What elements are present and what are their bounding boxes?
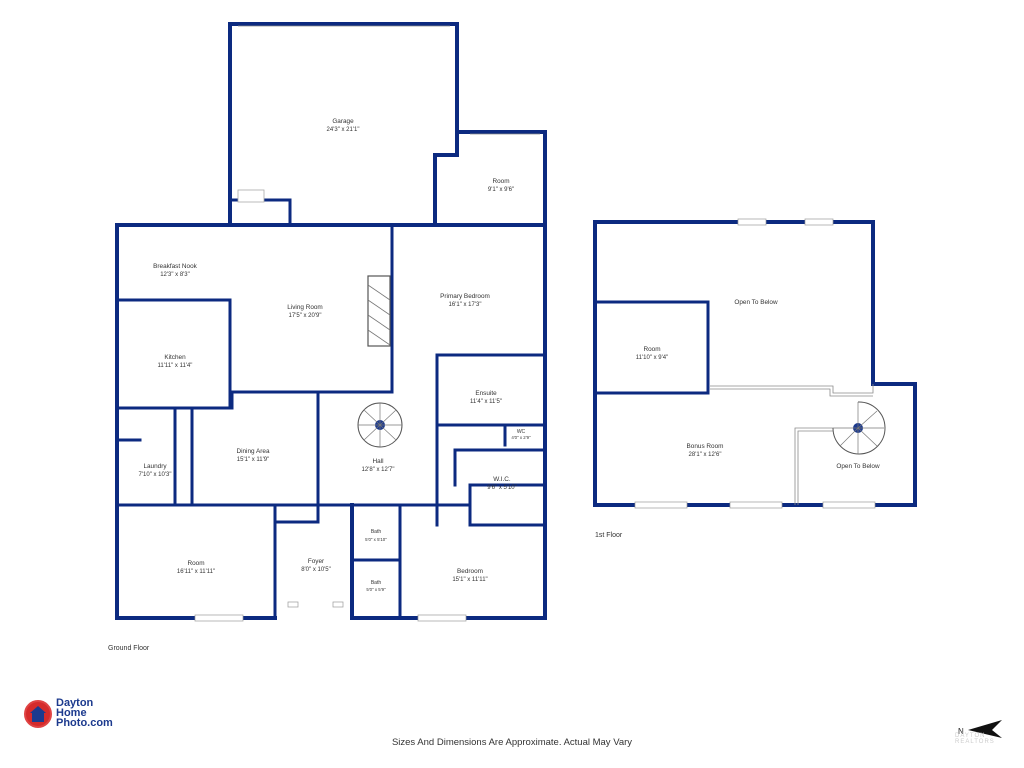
bedroom-dims: 15'1" x 11'11" bbox=[452, 577, 487, 583]
ground-floor-walls bbox=[115, 22, 547, 620]
spiral-stairs-icon bbox=[357, 402, 403, 448]
foyer-dims: 8'0" x 10'5" bbox=[301, 567, 331, 573]
living-room-name: Living Room bbox=[287, 304, 323, 311]
first-floor-walls bbox=[593, 218, 917, 509]
laundry-dims: 7'10" x 10'3" bbox=[139, 472, 172, 478]
kitchen-dims: 11'11" x 11'4" bbox=[158, 363, 193, 369]
bonus-room-name: Bonus Room bbox=[687, 443, 724, 450]
bath-2-dims: 5'0" x 5'9" bbox=[366, 587, 386, 592]
hall-name: Hall bbox=[372, 458, 383, 465]
fireplace-icon bbox=[367, 275, 391, 347]
compass-north-icon: N bbox=[958, 720, 1002, 738]
kitchen-name: Kitchen bbox=[164, 354, 186, 361]
laundry-name: Laundry bbox=[143, 463, 167, 470]
room-upper-dims: 9'1" x 9'6" bbox=[488, 187, 514, 193]
bath-1-name: Bath bbox=[371, 529, 382, 535]
primary-bedroom-dims: 16'1" x 17'3" bbox=[449, 302, 482, 308]
wc-name: WC bbox=[517, 429, 526, 435]
ground-windows bbox=[194, 601, 467, 622]
foyer-name: Foyer bbox=[308, 558, 325, 565]
disclaimer-text: Sizes And Dimensions Are Approximate. Ac… bbox=[391, 737, 633, 748]
logo-mark-icon bbox=[24, 700, 52, 728]
compass-label: N bbox=[958, 727, 964, 736]
dayton-home-photo-logo: Dayton Home Photo.com bbox=[24, 698, 144, 734]
wc-dims: 4'0" x 2'9" bbox=[511, 435, 531, 440]
logo-line-2: Home bbox=[56, 707, 87, 719]
dining-area-name: Dining Area bbox=[236, 448, 269, 455]
ground-floor-labels: Garage 24'3" x 21'1" Room 9'1" x 9'6" Br… bbox=[139, 118, 531, 592]
bath-2-name: Bath bbox=[371, 580, 382, 586]
open-to-below-1-name: Open To Below bbox=[734, 299, 778, 306]
first-floor-label: 1st Floor bbox=[595, 532, 623, 539]
bonus-room-dims: 28'1" x 12'6" bbox=[689, 452, 722, 458]
logo-line-1: Dayton bbox=[56, 697, 94, 709]
ensuite-name: Ensuite bbox=[475, 390, 497, 397]
spiral-stairs-upper-icon bbox=[832, 401, 886, 455]
ensuite-dims: 11'4" x 11'5" bbox=[470, 399, 502, 405]
living-room-dims: 17'5" x 20'9" bbox=[289, 313, 322, 319]
breakfast-nook-name: Breakfast Nook bbox=[153, 263, 197, 270]
hall-dims: 12'8" x 12'7" bbox=[362, 467, 395, 473]
first-floor-labels: Open To Below Room 11'10" x 9'4" Bonus R… bbox=[636, 299, 880, 470]
first-room-dims: 11'10" x 9'4" bbox=[636, 355, 668, 361]
first-room-name: Room bbox=[643, 346, 660, 353]
garage-name: Garage bbox=[332, 118, 354, 125]
room-lower-name: Room bbox=[187, 560, 204, 567]
house-icon bbox=[30, 706, 46, 713]
wic-name: W.I.C. bbox=[493, 476, 511, 483]
primary-bedroom-name: Primary Bedroom bbox=[440, 293, 490, 300]
ground-floor-label: Ground Floor bbox=[108, 645, 150, 652]
bedroom-name: Bedroom bbox=[457, 568, 483, 575]
watermark: DAYTON REALTORS bbox=[955, 733, 995, 745]
breakfast-nook-dims: 12'3" x 8'3" bbox=[160, 272, 190, 278]
dining-area-dims: 15'1" x 11'9" bbox=[237, 457, 269, 463]
bath-1-dims: 5'0" x 5'10" bbox=[365, 537, 387, 542]
open-to-below-2-name: Open To Below bbox=[836, 463, 880, 470]
logo-line-3: Photo.com bbox=[56, 717, 113, 729]
wic-dims: 9'6" x 5'10" bbox=[487, 485, 517, 491]
garage-dims: 24'3" x 21'1" bbox=[327, 127, 360, 133]
room-upper-name: Room bbox=[492, 178, 509, 185]
room-lower-dims: 16'11" x 11'11" bbox=[177, 569, 215, 575]
